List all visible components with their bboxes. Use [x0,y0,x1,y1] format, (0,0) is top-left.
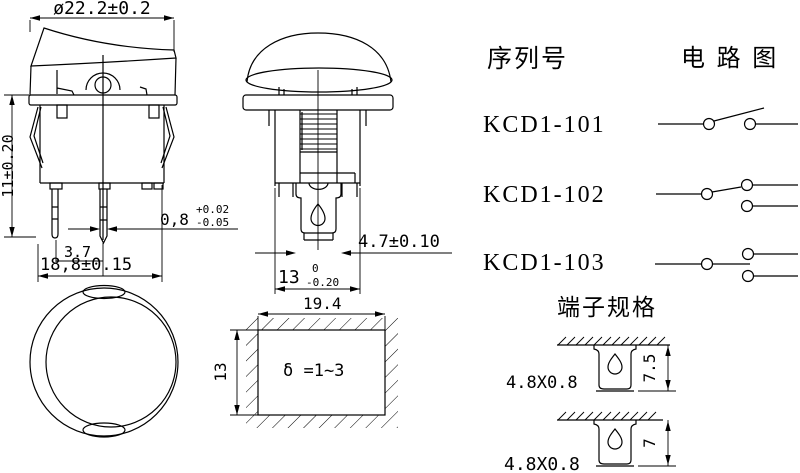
bezel-inner-circle [45,296,177,428]
front-dome [246,32,392,83]
dim-diameter-label: ø22.2±0.2 [53,0,151,19]
serial-number-header: 序列号 [487,44,568,73]
dim-neck-tol-lower: -0.20 [306,276,339,289]
dim-height-label: 11±0.20 [0,134,17,197]
terminal-tab-1 [593,345,637,390]
dim-body-width-label: 18,8±0.15 [40,255,132,275]
model-kcd1-103: KCD1-103 [483,250,606,276]
cutout-rect [257,329,386,416]
dim-cutout-height-label: 13 [211,362,230,381]
series-table: 序列号 电 路 图 KCD1-101 KCD1-102 KCD1-103 [483,44,798,283]
circuit-spdt-on-off-on-icon [655,247,798,283]
terminal-size-label-1: 4.8X0.8 [506,373,578,393]
terminal-tab-1-hole [607,353,623,375]
front-terminal [295,183,342,234]
circuit-spdt-on-on-icon [656,178,798,213]
panel-hatch [246,318,398,428]
terminal-blade-left [51,189,59,239]
side-flange [28,94,178,106]
top-view-drawing [29,284,179,438]
dim-neck-label: 13 [278,267,300,288]
front-view-drawing: 4.7±0.10 13 0 -0.20 [242,32,452,294]
panel-cutout-drawing: 19.4 δ =1~3 13 [211,294,398,428]
terminal-tab-2 [593,420,637,465]
dim-pin-thickness-label: 0,8 [160,210,189,229]
dim-pin-offset-label: 3.7 [64,243,91,261]
terminal-length-label-2: 7 [640,438,659,448]
dim-cutout-width-label: 19.4 [303,294,342,313]
circuit-spst-icon [658,107,798,131]
dim-terminal-label: 4.7±0.10 [358,232,440,252]
snap-clip-right [160,106,175,169]
model-kcd1-102: KCD1-102 [483,182,606,208]
terminal-spec-item-1: 7.5 4.8X0.8 [506,336,676,393]
circuit-diagram-header: 电 路 图 [681,44,778,72]
terminal-spec-section: 端子规格 7.5 4.8X0.8 7 4.8X [504,295,676,473]
terminal-spec-header: 端子规格 [557,295,657,321]
snap-clip-left [29,106,44,169]
bezel-outer-circle [29,287,179,437]
dim-pin-thickness-tol-lower: -0.05 [196,216,229,229]
terminal-length-label-1: 7.5 [640,354,659,383]
dim-pin-thickness-tol-upper: +0.02 [196,203,229,216]
front-terminal-hole [310,203,326,227]
side-view-drawing: ø22.2±0.2 [0,0,238,282]
terminal-spec-item-2: 7 4.8X0.8 [504,411,676,473]
terminal-blade-center [99,189,108,245]
dim-neck-tol-upper: 0 [312,262,319,275]
terminal-tab-2-hole [607,428,623,450]
terminal-size-label-2: 4.8X0.8 [504,454,580,473]
model-kcd1-101: KCD1-101 [483,112,606,138]
panel-thickness-label: δ =1~3 [283,361,344,381]
